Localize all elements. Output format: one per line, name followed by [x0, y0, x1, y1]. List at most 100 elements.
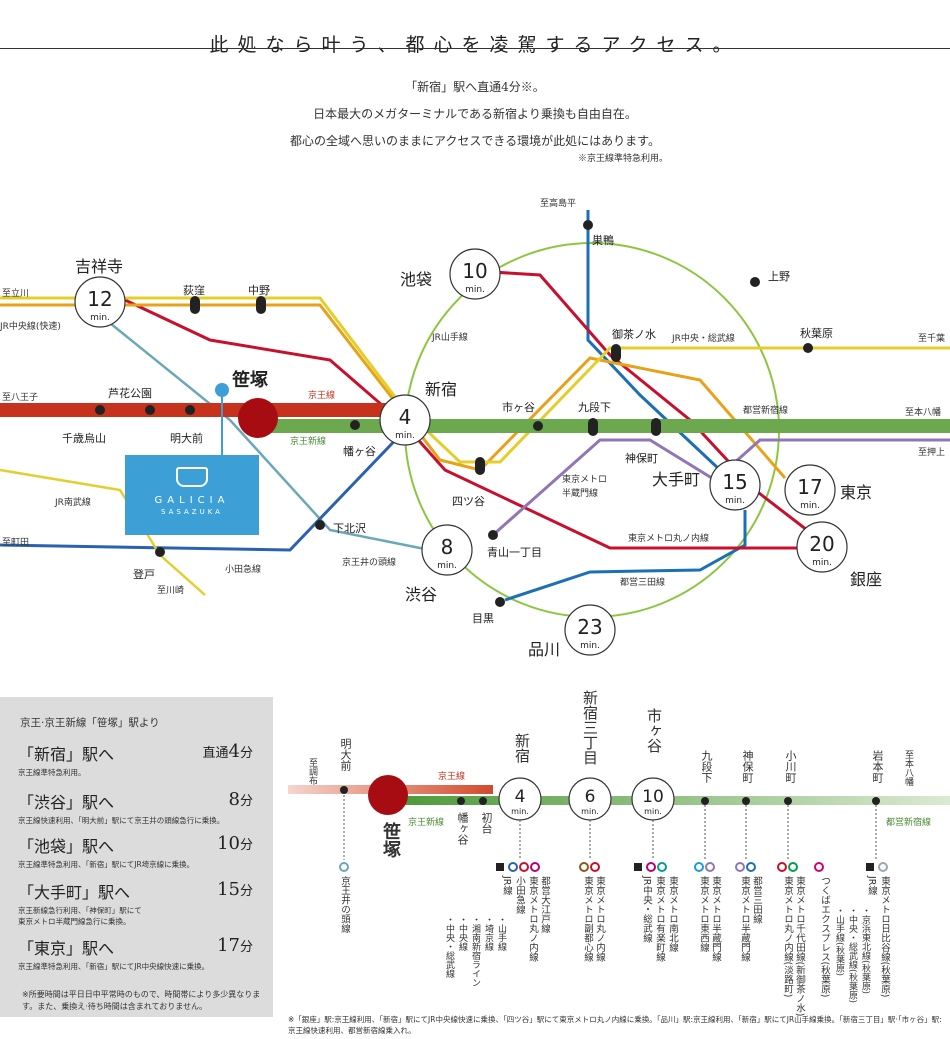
time-shinjuku: 4 [399, 405, 412, 429]
logo-mark [176, 467, 208, 487]
route-label: 「新宿」 [18, 745, 83, 764]
keio-line [0, 403, 405, 417]
label-nakano: 中野 [248, 284, 270, 297]
toei-shinjuku-line [262, 419, 950, 433]
route-unit: 分 [239, 794, 253, 809]
label-noborito: 登戸 [133, 567, 155, 581]
intro-line-1: 「新宿」駅へ直通4分※。 [405, 80, 545, 94]
xfer-shinjuku3-b: 東京メトロ副都心線 [582, 876, 593, 962]
brand-name: GALICIA [154, 495, 230, 506]
time-shinagawa: 23 [577, 615, 602, 639]
label-ochanomizu: 御茶ノ水 [612, 327, 656, 341]
line-jr-yamanote: JR山手線 [431, 331, 468, 343]
brand-logo: GALICIA SASAZUKA [125, 455, 259, 535]
label-tokyo: 東京 [840, 483, 872, 502]
unit-otemachi: min. [725, 496, 745, 506]
dest-tachikawa: 至立川 [2, 287, 29, 299]
route-note: 京王新線急行利用、「神保町」駅にて 東京メトロ半蔵門線急行に乗換。 [18, 906, 142, 926]
route-label: 「池袋」 [18, 837, 83, 856]
time-tokyo: 17 [797, 475, 822, 499]
strip-chofu: 至調布 [307, 758, 317, 785]
route-shinjuku: 「新宿」駅へ 直通4分 京王線準特急利用。 [18, 741, 263, 778]
brand-sub: SASAZUKA [161, 508, 223, 516]
line-keio: 京王線 [308, 389, 335, 401]
label-shibuya: 渋谷 [405, 585, 437, 604]
route-eki: 駅へ [98, 883, 131, 902]
dest-hachioji: 至八王子 [2, 392, 38, 403]
route-note: 京王線準特急利用。 [18, 768, 86, 777]
page-title: 此処なら叶う、都心を凌駕するアクセス。 [209, 34, 741, 56]
route-unit: 分 [239, 884, 253, 899]
strip-unit-shinjuku: min. [511, 807, 529, 816]
dest-chiba: 至千葉 [918, 332, 945, 344]
dest-machida: 至町田 [2, 537, 29, 548]
time-otemachi: 15 [722, 470, 747, 494]
route-label: 「大手町」 [18, 883, 99, 902]
label-yotsuya: 四ツ谷 [452, 495, 485, 508]
time-kichijoji: 12 [87, 287, 112, 311]
marunouchi-north [459, 268, 821, 542]
strip-keio: 京王線 [438, 770, 465, 782]
label-ogikubo: 荻窪 [183, 283, 205, 297]
odakyu-line [0, 428, 407, 552]
label-ginza: 銀座 [850, 570, 882, 589]
label-akihabara: 秋葉原 [800, 326, 833, 340]
strip-meidaimae: 明大前 [339, 738, 352, 771]
unit-shibuya: min. [437, 561, 457, 571]
unit-ginza: min. [812, 558, 832, 568]
sasazuka-marker [238, 398, 278, 438]
mita-line [504, 510, 747, 602]
route-eki: 駅へ [82, 837, 115, 856]
strip-jimbocho: 神保町 [741, 750, 754, 783]
hanzomon-line [492, 438, 950, 537]
route-min: 10 [217, 833, 240, 854]
station-dots [95, 220, 813, 607]
route-tokyo: 「東京」駅へ 17分 京王線準特急利用、「新宿」駅にてJR中央線快速に乗換。 [18, 935, 263, 972]
line-keio-new: 京王新線 [290, 435, 326, 447]
panel-foot: ※所要時間は平日日中平常時のもので、時間帯により多少異なります。また、乗換え·待… [22, 990, 261, 1011]
xfer-ogawamachi-c: つくばエクスプレス(秋葉原) [819, 876, 830, 998]
label-sasazuka: 笹塚 [232, 369, 268, 391]
route-min: 4 [228, 741, 240, 762]
label-otemachi: 大手町 [652, 470, 700, 489]
strip-ogawamachi: 小川町 [784, 750, 797, 783]
xfer-ichigaya-c: JR中央・総武線 [641, 876, 652, 943]
label-shinagawa: 品川 [528, 640, 560, 659]
line-mita: 都営三田線 [620, 576, 665, 588]
line-hanzomon-2: 半蔵門線 [562, 487, 598, 499]
strip-time-shinjuku: 4 [515, 787, 526, 807]
xfer-shinjuku-jr: ・山手線 ・埼京線 ・湘南新宿ライン ・中央線 ・中央・総武線 [444, 915, 506, 987]
route-eki: 駅へ [82, 939, 115, 958]
time-ikebukuro: 10 [462, 259, 487, 283]
marunouchi-line [124, 298, 823, 550]
xfer-iwamotocho-jr: ・京浜東北線(秋葉原) ・中央・総武線(秋葉原) ・山手線(秋葉原) [834, 906, 870, 1004]
line-odakyu: 小田急線 [225, 563, 261, 575]
xfer-shinjuku-b: 東京メトロ丸ノ内線 [527, 876, 538, 962]
label-ichigaya: 市ヶ谷 [502, 400, 535, 414]
strip-hatagaya: 幡ヶ谷 [456, 812, 469, 845]
dest-takashimadaira: 至高島平 [540, 197, 576, 209]
route-label: 「東京」 [18, 939, 83, 958]
panel-head: 京王·京王新線「笹塚」駅より [20, 717, 160, 729]
time-circles [74, 248, 848, 656]
time-shibuya: 8 [441, 535, 454, 559]
line-nambu: JR南武線 [54, 496, 91, 508]
route-label: 「渋谷」 [18, 793, 83, 812]
line-jr-chuo-rapid: JR中央線(快速) [0, 320, 61, 332]
route-note: 京王線快速利用、「明大前」駅にて京王井の頭線急行に乗換。 [18, 816, 225, 825]
route-shibuya: 「渋谷」駅へ 8分 京王線快速利用、「明大前」駅にて京王井の頭線急行に乗換。 [18, 789, 263, 826]
label-hatagaya: 幡ヶ谷 [343, 444, 376, 458]
xfer-kudanshita-a: 東京メトロ半蔵門線 [710, 876, 721, 962]
xfer-shinjuku3-a: 東京メトロ丸ノ内線 [594, 876, 605, 962]
label-kichijoji: 吉祥寺 [75, 257, 123, 276]
route-map: 12 10 4 15 17 20 8 23 min. min. min. min… [0, 197, 950, 659]
label-sugamo: 巣鴨 [592, 233, 614, 247]
strip-sasazuka: 笹塚 [380, 822, 401, 858]
xfer-shinjuku-a: 都営大江戸線 [539, 876, 550, 933]
label-rokakoen: 芦花公園 [108, 387, 152, 400]
strip-shinjuku3: 新宿三丁目 [581, 690, 599, 765]
strip-time-shinjuku3: 6 [585, 787, 596, 807]
dest-motoyawata: 至本八幡 [905, 406, 941, 418]
unit-shinagawa: min. [580, 641, 600, 651]
route-eki: 駅へ [82, 793, 115, 812]
